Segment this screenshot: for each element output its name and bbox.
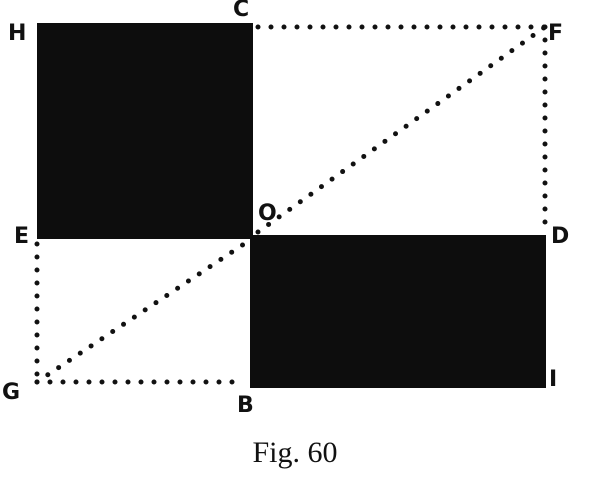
label-H: H: [8, 21, 26, 46]
upper-left-black-square: [37, 23, 253, 239]
dotted-line-OF: [255, 24, 548, 235]
label-I: I: [549, 367, 557, 392]
label-O: O: [258, 201, 277, 226]
label-C: C: [233, 0, 249, 22]
figure-caption: Fig. 60: [252, 436, 338, 469]
dotted-line-GO: [34, 237, 253, 385]
label-E: E: [14, 224, 29, 249]
label-B: B: [237, 393, 254, 418]
label-F: F: [548, 21, 563, 46]
label-G: G: [2, 380, 20, 405]
label-D: D: [551, 224, 569, 249]
lower-right-black-rectangle: [250, 235, 546, 388]
